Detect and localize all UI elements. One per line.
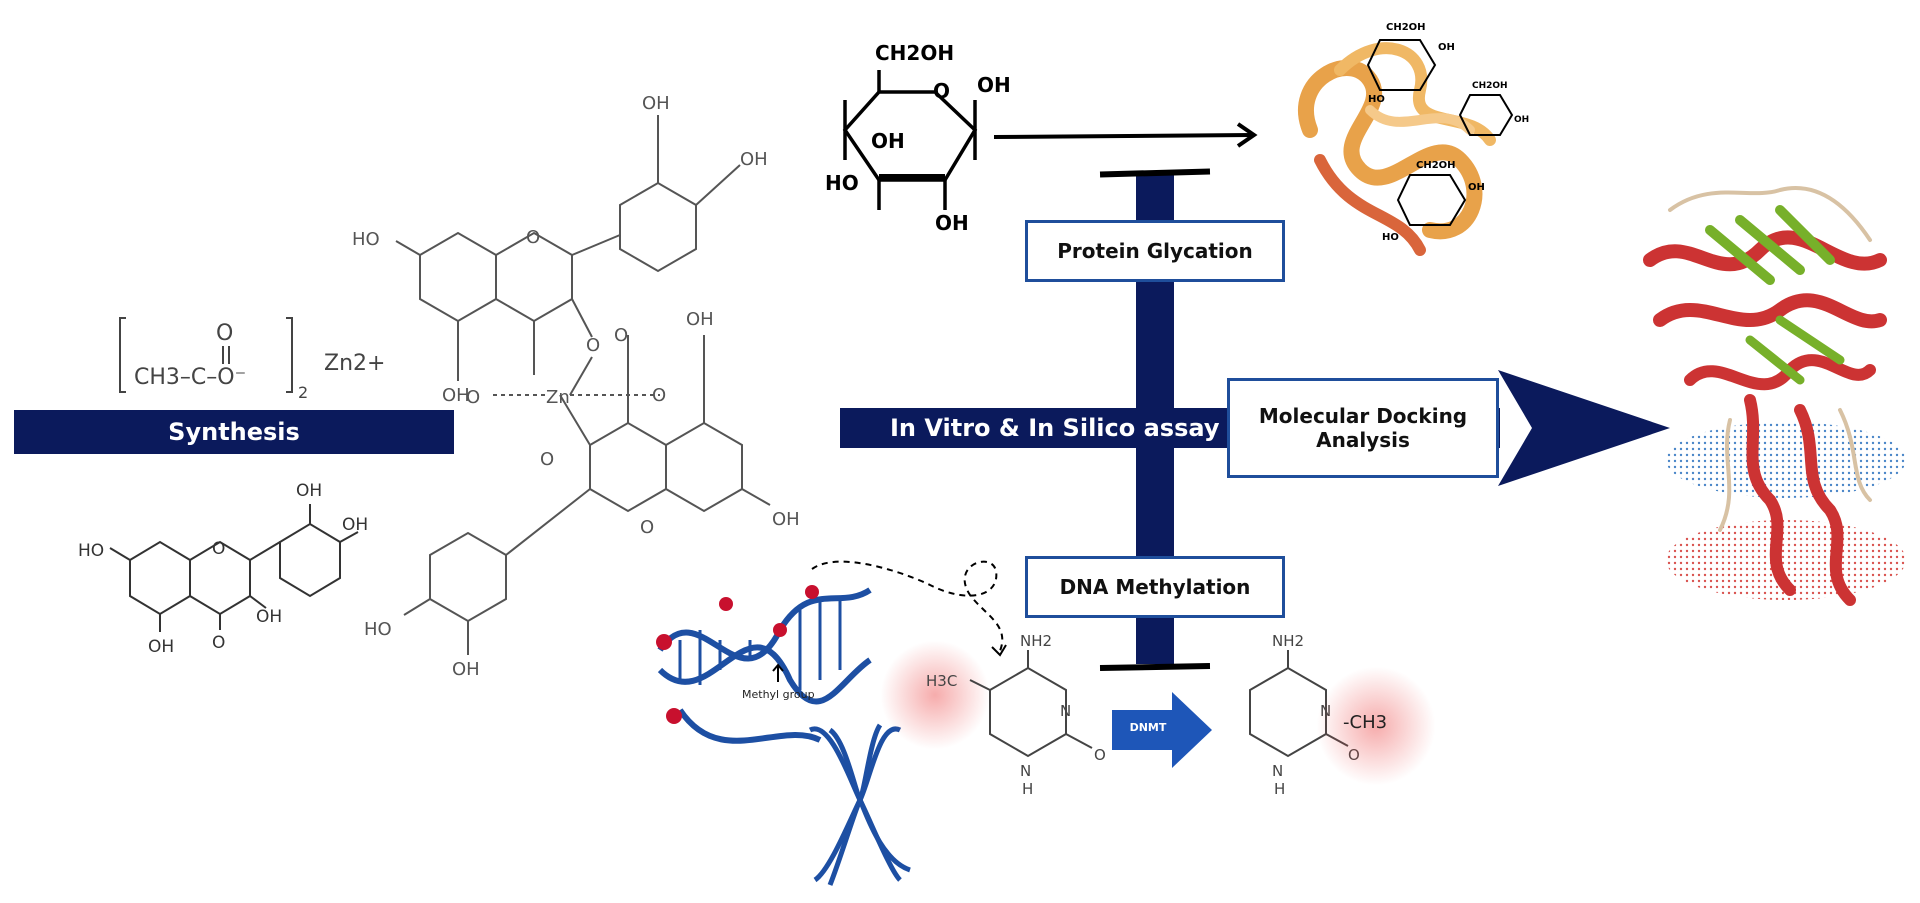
glucose-oh-2: OH [935,211,969,235]
glucose-ho-3: HO [825,171,859,195]
q-oh-3: OH [256,607,282,627]
c-nh2: NH2 [1272,632,1304,650]
glucose-ring-o: O [933,79,950,103]
c-nh: N [1272,762,1283,780]
docking-label: Molecular Docking Analysis [1258,404,1468,452]
chromosome-icon [808,723,911,886]
zinc-ion-label: Zn2+ [324,351,385,376]
q-oh-5: OH [148,637,174,657]
mc-nh2: NH2 [1020,632,1052,650]
mc-n3: N [1060,702,1071,720]
membrane-protein-icon [1643,186,1906,606]
zq-o-4: O [540,449,554,470]
zq-ho-b1: HO [364,619,392,640]
mc-o: O [1094,746,1106,764]
glycation-arrow [993,122,1258,148]
ch3-label: -CH3 [1343,712,1388,733]
protein-ch2oh-3: CH2OH [1416,160,1456,171]
protein-ribbon-icon: CH2OH OH HO CH2OH OH CH2OH OH HO [1298,22,1529,256]
protein-ch2oh-2: CH2OH [1472,81,1508,91]
methyl-transfer-path [811,560,1007,657]
dna-helix-icon: Methyl group [656,585,872,744]
protein-oh-1: OH [1438,42,1455,53]
carbonyl-oxygen: O [216,321,233,346]
mc-nh: N [1020,762,1031,780]
mc-h: H [1022,780,1033,798]
zinc-quercetin-complex: HO O OH OH OH O Zn O O O O OH OH O HO OH [352,95,800,680]
zq-carbonyl-o-1: O [466,387,480,408]
dnmt-arrow [1112,692,1212,768]
glucose-ch2oh: CH2OH [875,41,954,65]
methyl-glow-right [1316,666,1436,786]
glucose-oh-4: OH [871,129,905,153]
zq-o-3: O [586,335,600,356]
zq-oh-5b: OH [686,309,714,330]
protein-ho-3: HO [1382,232,1399,243]
dna-methylation-box: DNA Methylation [1025,556,1285,618]
assay-label: In Vitro & In Silico assay [890,414,1220,442]
zq-oh-b2: OH [452,659,480,680]
quercetin-structure: HO O O OH OH OH OH [78,481,368,657]
zq-oh-4p: OH [740,149,768,170]
zq-oh-5: OH [442,385,470,406]
zinc-acetate-formula: O CH3–C–O⁻ 2 Zn2+ [119,317,385,402]
synthesis-label: Synthesis [168,418,300,446]
zinc-center: Zn [546,387,570,408]
glucose-oh-1: OH [977,73,1011,97]
methylcytosine-structure: NH2 H3C N N H O [926,632,1106,798]
assay-arrowhead [1498,370,1670,486]
synthesis-banner: Synthesis [14,410,454,454]
q-ring-o: O [212,539,225,559]
protein-ch2oh-1: CH2OH [1386,22,1426,33]
zq-carbonyl-o-2: O [652,385,666,406]
zq-ring-o: O [526,227,540,248]
dnmt-label: DNMT [1129,721,1167,734]
acetate-label: CH3–C–O⁻ [134,365,246,390]
q-ho-1: HO [78,541,104,561]
zq-ho-7: HO [352,229,380,250]
dna-methylation-label: DNA Methylation [1059,575,1251,599]
c-o: O [1348,746,1360,764]
zq-oh-7b: OH [772,509,800,530]
methyl-glow-left [880,640,990,750]
protein-ho-1: HO [1368,94,1385,105]
q-oh-4p: OH [342,515,368,535]
c-n3: N [1320,702,1331,720]
protein-glycation-label: Protein Glycation [1057,239,1253,263]
methyl-group-label: Methyl group [742,688,815,701]
zq-carbonyl-o-3: O [614,325,628,346]
q-oh-3p: OH [296,481,322,501]
acetate-subscript: 2 [298,383,308,402]
q-carbonyl-o: O [212,633,225,653]
zq-oh-3p: OH [642,95,670,114]
cytosine-structure: NH2 N N H O [1249,632,1360,798]
zq-ring-o-b: O [640,517,654,538]
glucose-structure: CH2OH O OH OH HO OH [825,41,1011,235]
protein-glycation-box: Protein Glycation [1025,220,1285,282]
mc-h3c: H3C [926,672,957,690]
c-h: H [1274,780,1285,798]
docking-box: Molecular Docking Analysis [1227,378,1499,478]
protein-oh-3: OH [1468,182,1485,193]
protein-oh-2: OH [1514,115,1529,125]
